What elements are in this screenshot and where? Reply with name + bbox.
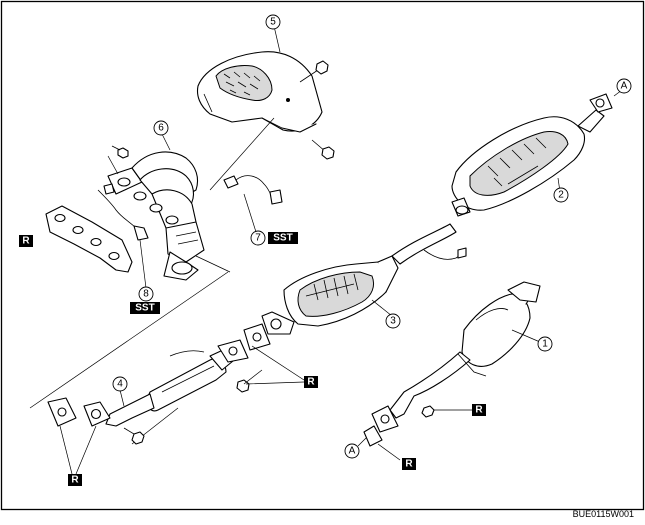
r-badge-leaders <box>59 155 305 475</box>
svg-text:8: 8 <box>143 289 149 300</box>
figure-code: BUE0115W001 <box>573 509 634 519</box>
front-pipe-gasket <box>47 397 77 427</box>
svg-text:SST: SST <box>273 233 292 244</box>
front-pipe-nut <box>236 379 250 393</box>
insulator-bolt-top <box>299 60 329 83</box>
main-silencer <box>363 281 541 461</box>
r-badge-silencer-gasket: R <box>402 458 416 470</box>
catalytic-converter <box>261 255 399 335</box>
front-oxygen-sensor <box>97 183 149 289</box>
diagram-frame <box>0 0 645 511</box>
svg-text:SST: SST <box>135 303 154 314</box>
svg-text:1: 1 <box>542 339 548 350</box>
pre-silencer <box>451 89 623 217</box>
converter-gasket <box>243 323 271 351</box>
callout-7: 7 <box>250 230 266 246</box>
front-pipe <box>83 339 249 445</box>
r-badge-front-pipe: R <box>304 376 318 388</box>
svg-text:7: 7 <box>255 233 261 244</box>
svg-text:R: R <box>405 459 413 470</box>
callout-6: 6 <box>153 120 171 151</box>
callout-4: 4 <box>112 376 128 407</box>
sst-badge-front-sensor: SST <box>130 302 160 314</box>
svg-text:A: A <box>621 81 628 92</box>
r-badge-gasket: R <box>19 235 33 247</box>
exhaust-manifold-gasket <box>45 205 133 273</box>
svg-text:R: R <box>71 475 79 486</box>
callout-5: 5 <box>265 14 281 53</box>
svg-text:A: A <box>349 446 356 457</box>
callout-3: 3 <box>385 313 401 329</box>
exhaust-manifold <box>107 151 205 281</box>
callout-1: 1 <box>537 336 553 352</box>
callout-2: 2 <box>553 187 569 203</box>
callout-a-top: A <box>616 78 632 94</box>
callout-a-bottom: A <box>344 437 367 459</box>
svg-text:R: R <box>475 405 483 416</box>
svg-text:R: R <box>307 377 315 388</box>
manifold-nut <box>111 145 129 159</box>
converter-inlet-pipe <box>391 223 467 265</box>
r-badge-silencer-nut: R <box>472 404 486 416</box>
svg-text:3: 3 <box>390 316 396 327</box>
rear-oxygen-sensor <box>223 175 283 233</box>
callout-8: 8 <box>138 286 154 302</box>
sst-badge-rear-sensor: SST <box>268 232 298 244</box>
svg-text:6: 6 <box>158 123 164 134</box>
r-badge-lower-left: R <box>68 474 82 486</box>
svg-text:5: 5 <box>270 17 276 28</box>
heat-insulator <box>196 51 323 133</box>
svg-text:2: 2 <box>558 190 564 201</box>
svg-text:4: 4 <box>117 379 123 390</box>
svg-text:R: R <box>22 236 30 247</box>
insulator-bolt-lower <box>311 139 335 160</box>
